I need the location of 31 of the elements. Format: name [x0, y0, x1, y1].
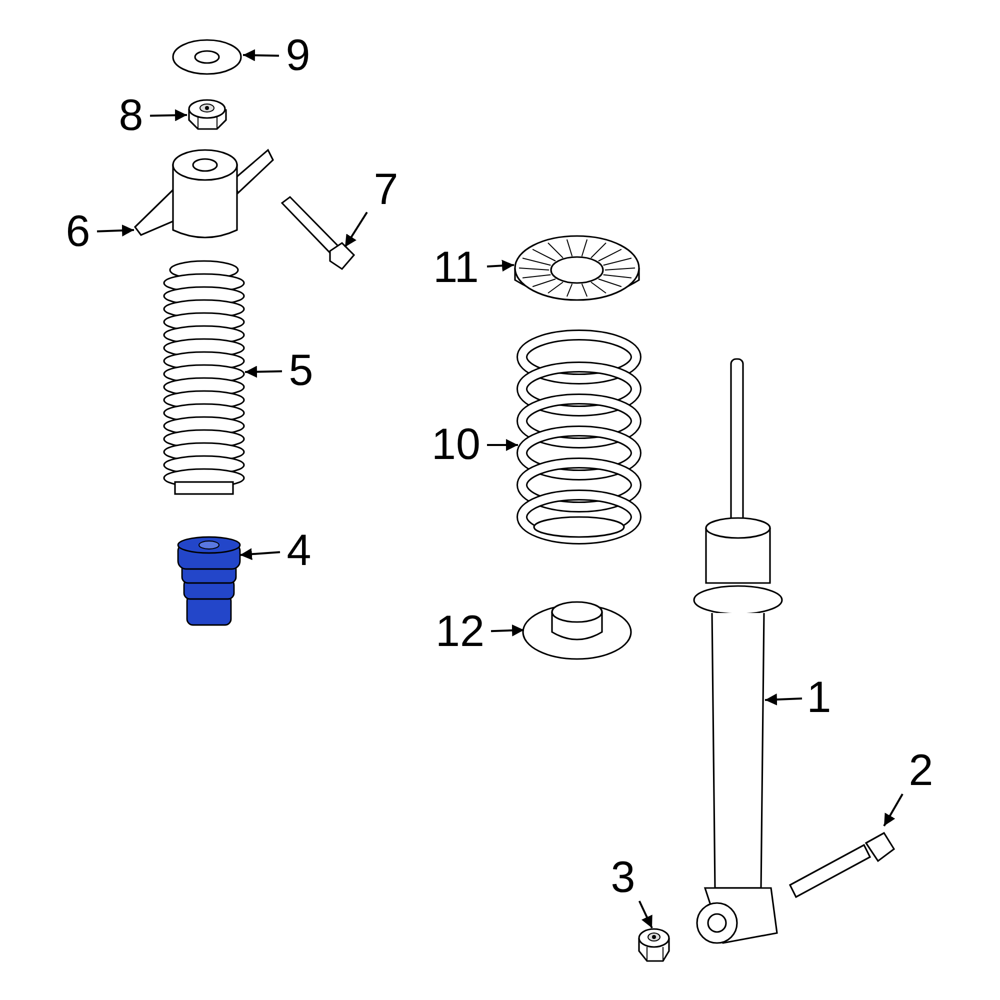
- leader-line: [244, 366, 282, 378]
- callout-number: 2: [905, 748, 937, 794]
- leader-line: [764, 694, 802, 706]
- callout-number: 6: [62, 209, 94, 255]
- dust-boot-drawing: [163, 260, 246, 496]
- callout-number: 1: [805, 675, 833, 721]
- coil-spring-drawing: [516, 332, 642, 542]
- leader-line: [487, 439, 518, 451]
- leader-line: [883, 794, 904, 826]
- leader-line: [242, 49, 280, 62]
- leader-line: [96, 224, 134, 236]
- callout-number: 9: [282, 33, 314, 79]
- callout-number: 8: [115, 93, 147, 139]
- shock-absorber-drawing: [693, 358, 783, 946]
- callout-number: 12: [432, 609, 488, 655]
- leader-line: [638, 900, 653, 928]
- callout-number: 7: [370, 167, 402, 213]
- leader-line: [344, 212, 368, 248]
- leader-line: [240, 548, 280, 560]
- leader-line: [486, 260, 514, 272]
- callout-number: 4: [283, 528, 315, 574]
- washer-drawing: [172, 38, 243, 76]
- callout-number: 3: [607, 855, 639, 901]
- callout-number: 5: [285, 348, 317, 394]
- nut-drawing: [186, 98, 229, 131]
- callout-number: 10: [428, 422, 484, 468]
- leader-line: [490, 624, 524, 636]
- callout-number: 11: [428, 245, 484, 291]
- nut-drawing: [637, 925, 671, 963]
- bolt-drawing: [280, 195, 356, 271]
- leader-line: [150, 109, 188, 122]
